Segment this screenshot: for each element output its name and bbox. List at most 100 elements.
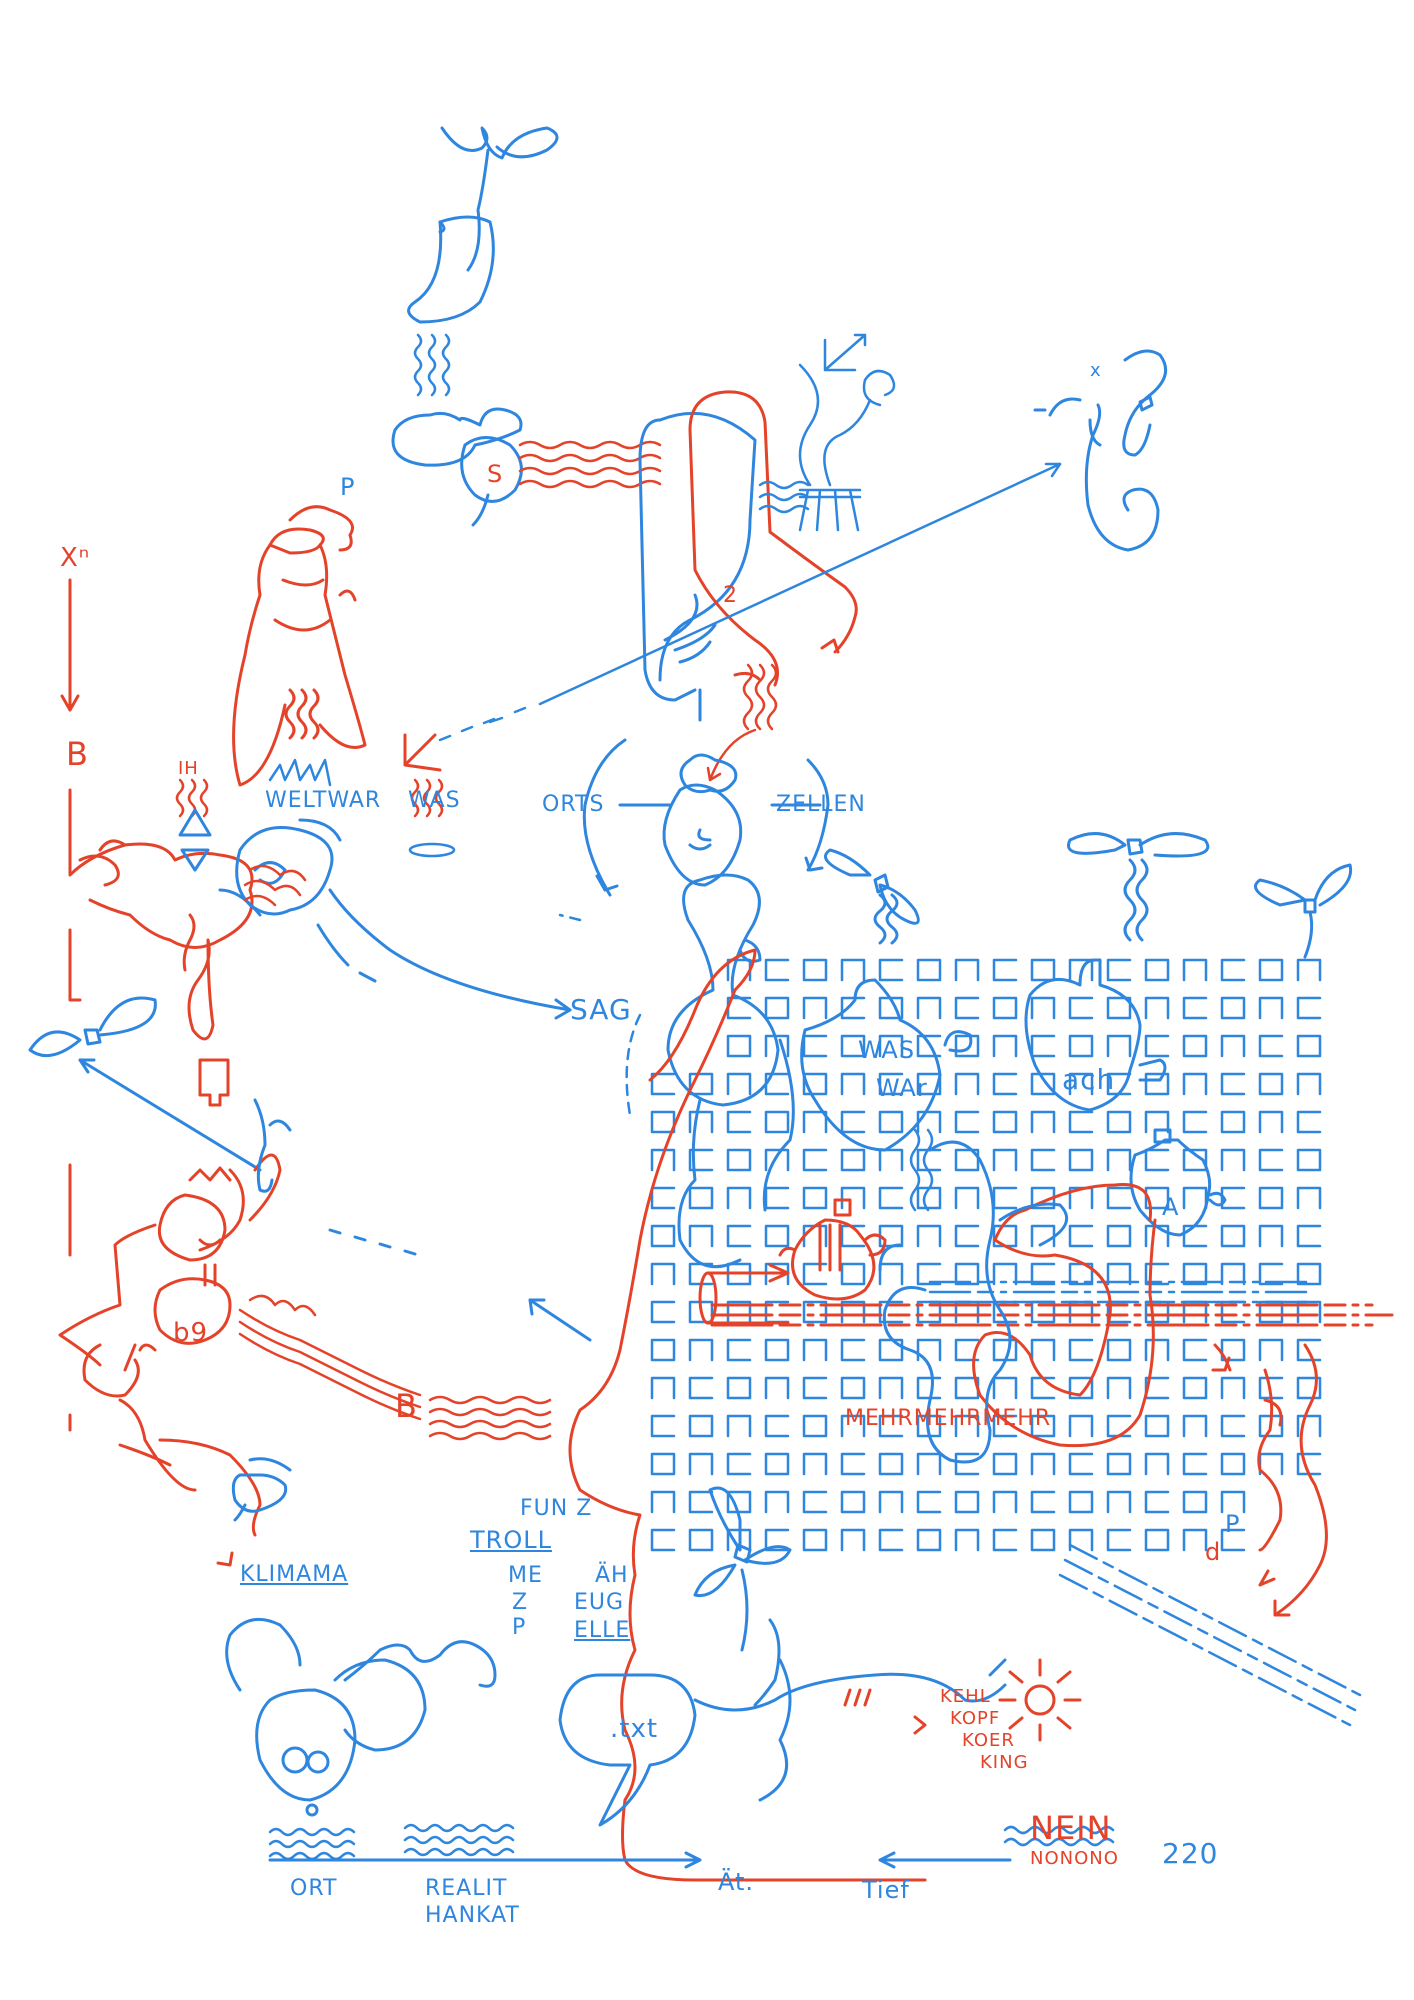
- grid-square: [764, 958, 790, 982]
- grid-square: [726, 1490, 752, 1514]
- grid-square: [878, 958, 904, 982]
- grid-square: [802, 1528, 828, 1552]
- grid-square: [992, 958, 1018, 982]
- grid-square: [840, 1262, 866, 1286]
- red-braid: [243, 864, 307, 907]
- grid-square: [1068, 1376, 1094, 1400]
- grid-square: [916, 996, 942, 1020]
- grid-square: [954, 996, 980, 1020]
- grid-square: [1220, 1452, 1246, 1476]
- grid-square: [992, 1262, 1018, 1286]
- grid-square: [1068, 1110, 1094, 1134]
- grid-square: [764, 1072, 790, 1096]
- grid-square: [878, 1414, 904, 1438]
- grid-square: [1144, 1110, 1170, 1134]
- grid-square: [1296, 996, 1322, 1020]
- grid-square: [1030, 1262, 1056, 1286]
- bottom-wavy-blocks: [268, 1823, 1115, 1861]
- grid-square: [1258, 996, 1284, 1020]
- grid-square: [1106, 1110, 1132, 1134]
- red-figure-lower-left: [58, 1153, 282, 1567]
- red-teapot: [778, 1198, 887, 1301]
- grid-square: [1182, 1110, 1208, 1134]
- grid-square: [1220, 1110, 1246, 1134]
- blue-wavy-was: [909, 1128, 934, 1212]
- wavy-lines-boot: [413, 333, 451, 397]
- label-was-mid: WAS: [858, 1036, 916, 1064]
- grid-square: [1220, 1034, 1246, 1058]
- grid-square: [1258, 1262, 1284, 1286]
- grid-square: [1068, 1452, 1094, 1476]
- grid-square: [1182, 1224, 1208, 1248]
- grid-square: [878, 1528, 904, 1552]
- grid-square: [878, 1300, 904, 1324]
- grid-square: [1220, 996, 1246, 1020]
- ach-vase: [1024, 958, 1167, 1112]
- grid-square: [1068, 1490, 1094, 1514]
- grid-square: [916, 958, 942, 982]
- grid-square: [764, 1452, 790, 1476]
- grid-square: [1068, 1338, 1094, 1362]
- top-bird-figure: [407, 126, 559, 324]
- grid-square: [1144, 996, 1170, 1020]
- grid-square: [1068, 1414, 1094, 1438]
- grid-square: [916, 1338, 942, 1362]
- grid-square: [650, 1148, 676, 1172]
- grid-square: [764, 1110, 790, 1134]
- label-hankat: HANKAT: [425, 1903, 520, 1928]
- grid-square: [840, 1376, 866, 1400]
- grid-square: [1144, 1224, 1170, 1248]
- grid-square: [878, 1148, 904, 1172]
- grid-square: [1296, 1338, 1322, 1362]
- label-tief: Tief: [862, 1876, 910, 1904]
- grid-square: [764, 1414, 790, 1438]
- grid-square: [1182, 1414, 1208, 1438]
- grid-square: [916, 1490, 942, 1514]
- grid-square: [1182, 1452, 1208, 1476]
- grid-square: [954, 1528, 980, 1552]
- grid-square: [650, 1300, 676, 1324]
- grid-square: [764, 1528, 790, 1552]
- grid-square: [650, 1528, 676, 1552]
- grid-square: [802, 1452, 828, 1476]
- label-war-mid: WAr: [876, 1074, 928, 1102]
- grid-square: [802, 1186, 828, 1210]
- grid-square: [1030, 1110, 1056, 1134]
- blue-bone-loops: [878, 1140, 1069, 1464]
- grid-square: [954, 958, 980, 982]
- diagonal-arrow-upright: [488, 462, 1062, 724]
- red-wavy-tube-down: [706, 663, 778, 782]
- grid-square: [802, 1338, 828, 1362]
- label-ach: ach: [1062, 1063, 1116, 1096]
- grid-square: [1220, 958, 1246, 982]
- grid-square: [1030, 1186, 1056, 1210]
- grid-square: [840, 1414, 866, 1438]
- grid-square: [1220, 1490, 1246, 1514]
- label-kopf: KOPF: [950, 1708, 1001, 1729]
- grid-square: [840, 1490, 866, 1514]
- grid-square: [1106, 1414, 1132, 1438]
- blue-small-objects-left: [231, 1098, 592, 1522]
- grid-square: [992, 1148, 1018, 1172]
- label-d: d: [1205, 1538, 1222, 1566]
- grid-square: [1220, 1224, 1246, 1248]
- grid-square: [764, 1490, 790, 1514]
- grid-square: [1182, 1072, 1208, 1096]
- grid-square: [650, 1072, 676, 1096]
- label-mehrmehrmehr: MEHRMEHRMEHR: [845, 1406, 1052, 1431]
- grid-square: [1258, 1110, 1284, 1134]
- grid-square: [992, 996, 1018, 1020]
- grid-square: [650, 1224, 676, 1248]
- red-tube-loop: [688, 390, 858, 687]
- label-p-top: P: [340, 473, 356, 501]
- grid-square: [1220, 1528, 1246, 1552]
- grid-square: [764, 1224, 790, 1248]
- was-war-vase: [800, 978, 973, 1152]
- grid-square: [1182, 1186, 1208, 1210]
- grid-square: [1182, 1338, 1208, 1362]
- label-eug: EUG: [574, 1590, 625, 1615]
- grid-square: [916, 1224, 942, 1248]
- bird-right-2: [1067, 832, 1210, 942]
- orts-zellen-face: [582, 738, 830, 897]
- grid-square: [954, 1338, 980, 1362]
